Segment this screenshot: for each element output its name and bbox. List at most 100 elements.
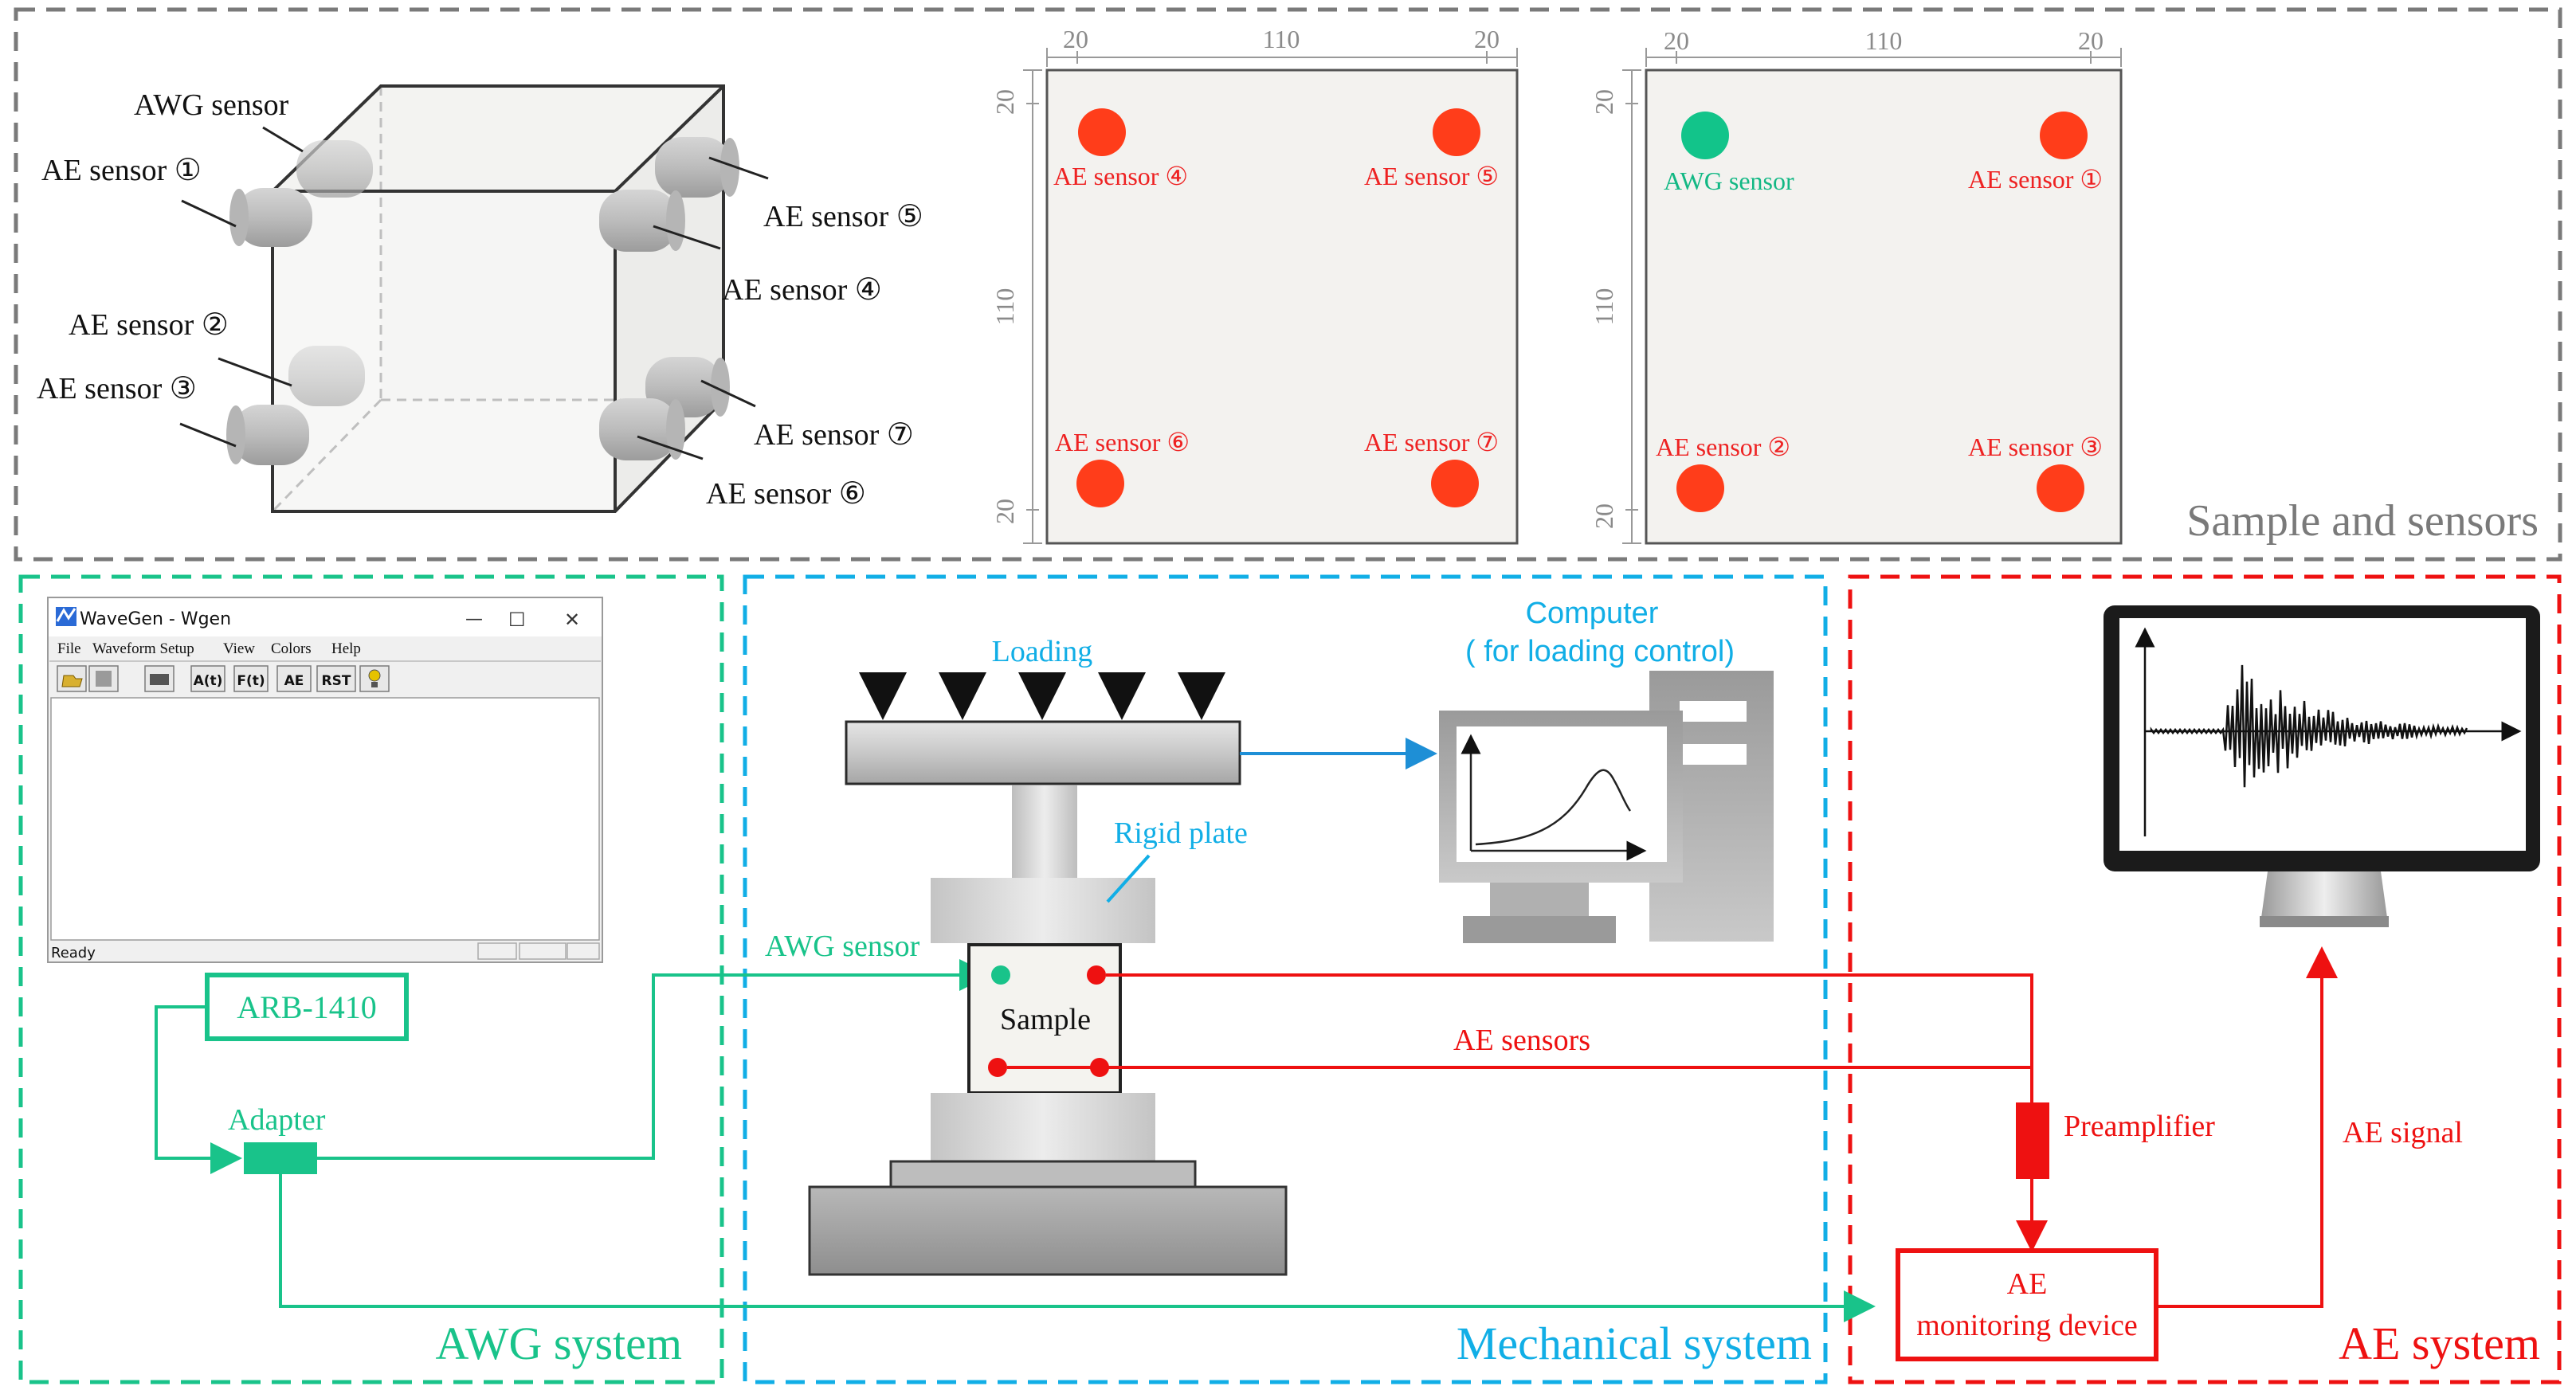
loading-arrows — [859, 672, 1225, 720]
face1-sensor-7-dot — [1431, 460, 1479, 507]
wavegen-workspace[interactable] — [50, 697, 600, 941]
awg-sensor-dot — [991, 965, 1010, 985]
menu-waveform-setup[interactable]: Waveform Setup — [92, 640, 194, 657]
mech-section-frame — [743, 574, 1828, 1384]
wavegen-window: WaveGen - Wgen — ☐ ✕ File Waveform Setup… — [47, 597, 603, 963]
cube-sensor-2 — [288, 346, 365, 406]
cube-sensor-7 — [645, 357, 730, 417]
face2-dim-top-right: 20 — [2078, 26, 2104, 55]
wavegen-title: WaveGen - Wgen — [80, 609, 231, 629]
face-2: 20 110 20 20 110 20 AWG sensor AE sensor… — [1590, 26, 2123, 545]
cube-sensor-3 — [226, 405, 309, 465]
menu-file[interactable]: File — [57, 640, 81, 657]
upper-column — [1012, 785, 1077, 878]
base-step — [889, 1160, 1197, 1188]
awg-section-title: AWG system — [436, 1318, 682, 1369]
tool-ft-label: F(t) — [237, 673, 265, 689]
tool-at-button[interactable] — [190, 665, 225, 692]
sample-section-title: Sample and sensors — [2186, 496, 2539, 546]
cube-label-5: AE sensor ⑤ — [763, 200, 923, 233]
awg-section-frame — [18, 574, 724, 1384]
floppy-icon — [96, 671, 112, 687]
awg-sensor-label: AWG sensor — [765, 930, 920, 963]
tool-at-label: A(t) — [194, 673, 223, 689]
face2-dim-side-top: 20 — [1590, 89, 1618, 115]
preamplifier-label: Preamplifier — [2064, 1110, 2215, 1143]
red-wires — [1007, 946, 2338, 1308]
folder-icon — [61, 675, 83, 687]
printer-icon — [150, 674, 169, 685]
face2-sensor-1-dot — [2040, 112, 2088, 159]
face2-label-tl: AWG sensor — [1664, 166, 1794, 195]
cube-label-7: AE sensor ⑦ — [754, 418, 914, 452]
ae-device-label-line2: monitoring device — [1916, 1309, 2138, 1342]
tool-ae-button[interactable] — [276, 665, 312, 692]
cube-sensor-4 — [599, 190, 685, 252]
face1-label-tr: AE sensor ⑤ — [1364, 162, 1499, 190]
face1-label-bl: AE sensor ⑥ — [1055, 428, 1190, 456]
sample-label: Sample — [1000, 1003, 1091, 1036]
face1-dim-top-mid: 110 — [1263, 25, 1300, 53]
cube-sensor-5 — [655, 137, 739, 198]
tool-rst-button[interactable] — [316, 665, 356, 692]
ae-sensor-dot-1 — [1087, 965, 1106, 985]
ae-monitor — [2104, 605, 2540, 927]
wavegen-app-icon — [56, 607, 76, 626]
lightbulb-icon — [368, 669, 381, 682]
face2-sensor-2-dot — [1676, 464, 1724, 512]
ae-section-title: AE system — [2339, 1318, 2540, 1369]
tool-ft-button[interactable] — [233, 665, 269, 692]
menu-colors[interactable]: Colors — [271, 640, 312, 657]
rigid-plate-label: Rigid plate — [1114, 816, 1248, 850]
cube-sensor-1 — [229, 188, 312, 247]
preamplifier-block — [2016, 1102, 2049, 1179]
pc-screen — [1457, 726, 1667, 862]
pc-screen-graph — [1461, 734, 1647, 861]
face2-dim-top-left: 20 — [1664, 26, 1689, 55]
face-1: 20 110 20 20 110 20 AE sensor ④ AE senso… — [990, 25, 1519, 545]
close-button[interactable]: ✕ — [564, 609, 580, 631]
ae-signal-label: AE signal — [2343, 1116, 2463, 1149]
ae-sensor-dot-2 — [988, 1058, 1007, 1077]
face2-label-tr: AE sensor ① — [1968, 165, 2103, 194]
face1-label-br: AE sensor ⑦ — [1364, 428, 1499, 456]
cube-sensor-awg — [296, 140, 373, 198]
wavegen-menu-bar: File Waveform Setup View Colors Help — [57, 640, 361, 657]
minimize-button[interactable]: — — [465, 609, 483, 629]
face2-label-bl: AE sensor ② — [1656, 433, 1790, 461]
cube-label-4: AE sensor ④ — [722, 273, 882, 307]
arb-1410-label: ARB-1410 — [237, 989, 377, 1025]
wavegen-toolbar: A(t) F(t) AE RST — [57, 665, 390, 692]
face2-sensor-3-dot — [2037, 464, 2084, 512]
cube-labels: AWG sensor AE sensor ① AE sensor ② AE se… — [37, 88, 923, 511]
cube-label-awg: AWG sensor — [134, 88, 289, 122]
cube-label-6: AE sensor ⑥ — [706, 477, 866, 511]
top-loading-plate — [845, 720, 1241, 785]
ae-monitoring-device — [1896, 1248, 2158, 1361]
maximize-button[interactable]: ☐ — [508, 609, 526, 631]
rigid-plate-lower — [931, 1093, 1155, 1161]
adapter-label: Adapter — [228, 1103, 326, 1137]
computer-label-line1: Computer — [1526, 597, 1659, 630]
base-block — [808, 1185, 1288, 1276]
ae-waveform — [2135, 627, 2522, 836]
face2-dim-top-mid: 110 — [1865, 26, 1903, 55]
loading-label: Loading — [992, 635, 1093, 668]
adapter-block — [244, 1142, 317, 1174]
tool-rst-label: RST — [322, 673, 351, 689]
sample-section-frame — [14, 7, 2562, 562]
tool-ae-label: AE — [284, 673, 304, 689]
computer: Computer ( for loading control) — [1439, 597, 1774, 943]
menu-view[interactable]: View — [223, 640, 255, 657]
menu-help[interactable]: Help — [331, 640, 361, 657]
face2-dim-side-bot: 20 — [1590, 503, 1618, 529]
face2-label-br: AE sensor ③ — [1968, 433, 2103, 461]
face2-awg-dot — [1681, 112, 1729, 159]
computer-label-line2: ( for loading control) — [1465, 635, 1735, 668]
wavegen-status: Ready — [51, 945, 96, 961]
face1-dim-top-right: 20 — [1474, 25, 1500, 53]
ae-sensors-label: AE sensors — [1453, 1024, 1590, 1057]
face1-dim-side-top: 20 — [990, 89, 1019, 115]
cube-label-2: AE sensor ② — [69, 308, 229, 342]
